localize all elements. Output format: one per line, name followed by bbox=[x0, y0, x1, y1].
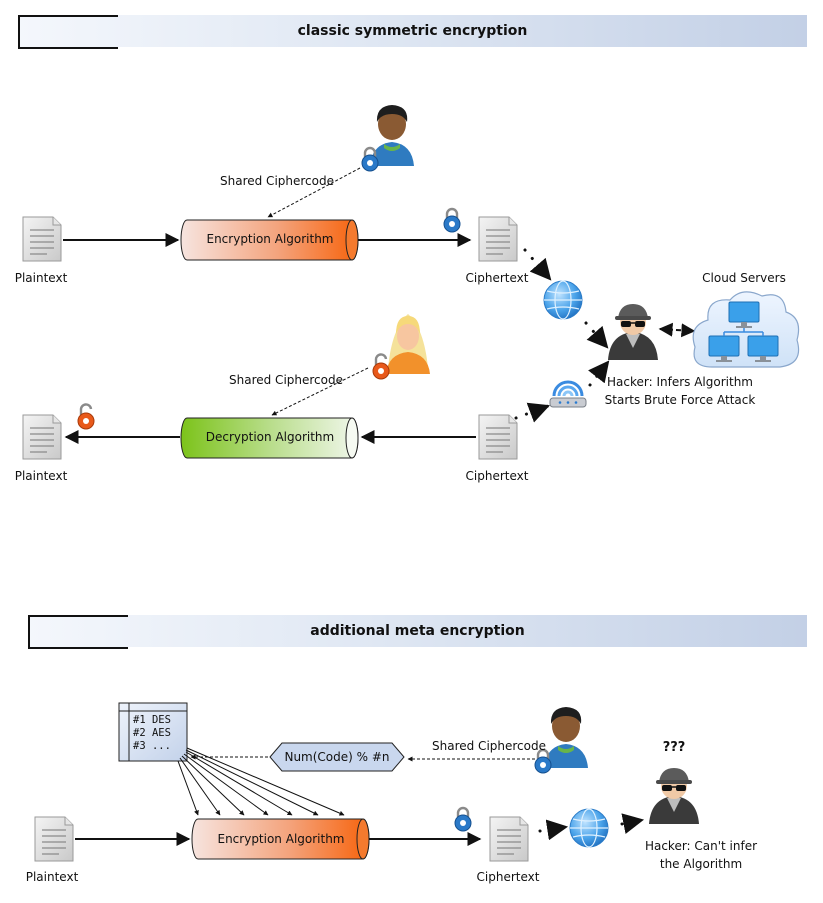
label-plaintext: Plaintext bbox=[14, 271, 68, 285]
globe-icon bbox=[543, 280, 583, 320]
male-user-icon bbox=[544, 707, 588, 768]
section-title: classic symmetric encryption bbox=[297, 23, 528, 39]
cloud-servers-label: Cloud Servers bbox=[702, 271, 786, 285]
dotted-globe-to-hacker bbox=[584, 321, 609, 349]
table-row: #2 AES bbox=[133, 727, 171, 739]
dotted-cipher-to-router bbox=[514, 402, 550, 423]
shared-ciphercode-label: Shared Ciphercode bbox=[432, 739, 546, 753]
doc-ciphertext-meta bbox=[489, 816, 529, 862]
section-header-classic: classic symmetric encryption bbox=[18, 15, 807, 49]
encryption-algorithm-label: Encryption Algorithm bbox=[206, 232, 334, 246]
doc-plaintext-bottom bbox=[22, 414, 62, 460]
lock-icon bbox=[360, 146, 380, 173]
section-header-meta: additional meta encryption bbox=[28, 615, 807, 649]
header-tab bbox=[28, 615, 128, 649]
unlock-icon bbox=[76, 403, 96, 431]
decryption-algorithm-label: Decryption Algorithm bbox=[205, 430, 335, 444]
arrow-ciphercode-enc bbox=[267, 167, 361, 218]
label-ciphertext: Ciphertext bbox=[465, 271, 529, 285]
algorithm-table bbox=[118, 702, 188, 762]
dotted-cipher-to-globe-meta bbox=[538, 819, 569, 841]
male-user-icon bbox=[370, 105, 414, 166]
selector-label: Num(Code) % #n bbox=[284, 750, 390, 764]
doc-plaintext-meta bbox=[34, 816, 74, 862]
lock-icon bbox=[533, 748, 553, 775]
hacker-label-line2: Starts Brute Force Attack bbox=[604, 393, 756, 407]
hacker-icon bbox=[648, 767, 700, 825]
selector-hexagon bbox=[269, 742, 405, 772]
label-plaintext: Plaintext bbox=[14, 469, 68, 483]
section-title: additional meta encryption bbox=[310, 623, 525, 639]
encryption-algorithm-label: Encryption Algorithm bbox=[217, 832, 345, 846]
hacker-label-line2: the Algorithm bbox=[659, 857, 743, 871]
shared-ciphercode-label: Shared Ciphercode bbox=[229, 373, 343, 387]
table-row: #1 DES bbox=[133, 714, 171, 726]
wifi-router-icon bbox=[548, 380, 588, 409]
label-ciphertext: Ciphertext bbox=[465, 469, 529, 483]
dotted-globe-to-hacker-meta bbox=[620, 813, 645, 835]
dotted-cipher-to-globe bbox=[523, 248, 552, 281]
question-marks: ??? bbox=[662, 740, 686, 755]
hacker-label-line1: Hacker: Infers Algorithm bbox=[607, 375, 753, 389]
dotted-router-to-hacker bbox=[588, 360, 610, 387]
doc-ciphertext-top bbox=[478, 216, 518, 262]
hacker-label-line1: Hacker: Can't infer bbox=[644, 839, 758, 853]
lock-icon bbox=[442, 207, 462, 234]
globe-icon bbox=[569, 808, 609, 848]
label-plaintext: Plaintext bbox=[25, 870, 79, 884]
header-tab bbox=[18, 15, 118, 49]
unlock-icon bbox=[371, 353, 391, 381]
encryption-cylinder-meta bbox=[191, 818, 370, 860]
arrow-ciphercode-dec bbox=[271, 367, 369, 416]
dashed-hacker-cloud bbox=[658, 322, 696, 338]
lock-icon bbox=[453, 806, 473, 833]
table-row: #3 ... bbox=[133, 740, 171, 752]
label-ciphertext: Ciphertext bbox=[476, 870, 540, 884]
table-fan-arrows bbox=[177, 747, 345, 816]
shared-ciphercode-label: Shared Ciphercode bbox=[220, 174, 334, 188]
encryption-cylinder bbox=[180, 219, 359, 261]
cloud-network-icon bbox=[692, 291, 800, 368]
doc-plaintext-top bbox=[22, 216, 62, 262]
hacker-icon bbox=[607, 303, 659, 361]
doc-ciphertext-bottom bbox=[478, 414, 518, 460]
female-user-icon bbox=[386, 314, 430, 374]
decryption-cylinder bbox=[180, 417, 359, 459]
